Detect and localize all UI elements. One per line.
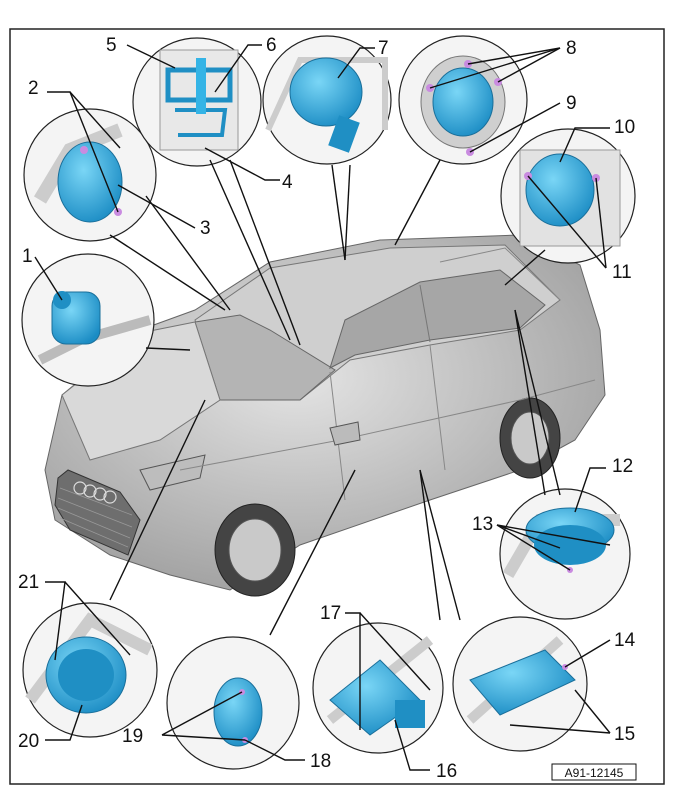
detail-1 bbox=[21, 253, 155, 387]
callout-6: 6 bbox=[266, 35, 277, 56]
callout-19: 19 bbox=[122, 726, 143, 747]
callout-3: 3 bbox=[200, 218, 211, 239]
callout-numbers: 1 2 3 4 5 6 7 8 9 10 11 12 13 14 15 16 1… bbox=[18, 35, 636, 782]
callout-10: 10 bbox=[614, 117, 635, 138]
reference-code: A91-12145 bbox=[565, 766, 624, 780]
callout-20: 20 bbox=[18, 731, 39, 752]
detail-14-15 bbox=[452, 616, 588, 752]
reference-code-box: A91-12145 bbox=[551, 763, 637, 781]
callout-13: 13 bbox=[472, 514, 493, 535]
callout-4: 4 bbox=[282, 172, 293, 193]
callout-11: 11 bbox=[612, 262, 632, 283]
detail-16-17 bbox=[312, 622, 444, 754]
detail-2-3 bbox=[23, 108, 157, 242]
callout-17: 17 bbox=[320, 603, 341, 624]
callout-7: 7 bbox=[378, 38, 389, 59]
callout-2: 2 bbox=[28, 78, 39, 99]
detail-7 bbox=[262, 35, 392, 165]
detail-20-21 bbox=[22, 602, 158, 738]
leader-lines bbox=[34, 44, 611, 771]
callout-15: 15 bbox=[614, 724, 635, 745]
callout-12: 12 bbox=[612, 456, 633, 477]
callout-14: 14 bbox=[614, 630, 636, 651]
callout-21: 21 bbox=[18, 572, 39, 593]
callout-18: 18 bbox=[310, 751, 331, 772]
detail-18-19 bbox=[166, 636, 300, 770]
detail-12-13 bbox=[499, 488, 631, 620]
callout-5: 5 bbox=[106, 35, 117, 56]
callout-9: 9 bbox=[566, 93, 577, 114]
callout-1: 1 bbox=[22, 246, 33, 267]
detail-8-9 bbox=[398, 35, 528, 165]
detail-10-11 bbox=[500, 128, 636, 264]
vehicle-illustration bbox=[44, 234, 606, 597]
callout-16: 16 bbox=[436, 761, 457, 782]
callout-8: 8 bbox=[566, 38, 577, 59]
